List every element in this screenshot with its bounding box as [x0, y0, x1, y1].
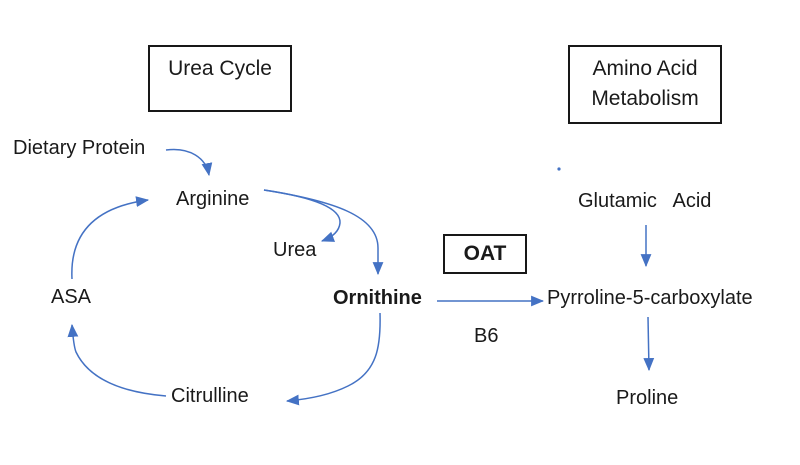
node-asa: ASA: [51, 286, 92, 308]
arrow-citrulline-to-asa: [67, 323, 167, 397]
arrow-dietary-protein-to-arginine: [165, 148, 213, 177]
node-citrulline: Citrulline: [171, 385, 249, 407]
node-arginine: Arginine: [176, 188, 250, 210]
urea-cycle-box-label: Urea Cycle: [168, 57, 272, 80]
amino-acid-metabolism-label-line2: Metabolism: [591, 87, 699, 110]
node-proline: Proline: [616, 387, 679, 409]
node-glutamic-acid: Glutamic Acid: [578, 190, 712, 212]
node-pyrroline-5-carboxylate: Pyrroline-5-carboxylate: [547, 287, 753, 309]
stray-dot: [557, 167, 561, 171]
arrow-arginine-to-ornithine: [263, 189, 384, 276]
amino-acid-metabolism-label-line1: Amino Acid: [592, 57, 698, 80]
oat-enzyme-label: OAT: [463, 242, 507, 265]
amino-acid-metabolism-box: Amino Acid Metabolism: [568, 45, 722, 124]
node-ornithine: Ornithine: [333, 287, 422, 309]
arrow-arginine-to-urea: [263, 189, 341, 242]
arrow-pyrroline-to-proline: [643, 316, 655, 372]
label-b6-cofactor: B6: [474, 325, 499, 347]
oat-enzyme-box: OAT: [443, 234, 527, 274]
arrow-asa-to-arginine: [71, 196, 150, 280]
arrow-ornithine-to-citrulline: [285, 312, 381, 406]
node-dietary-protein: Dietary Protein: [13, 137, 146, 159]
urea-cycle-box: Urea Cycle: [148, 45, 292, 112]
node-urea: Urea: [273, 239, 317, 261]
